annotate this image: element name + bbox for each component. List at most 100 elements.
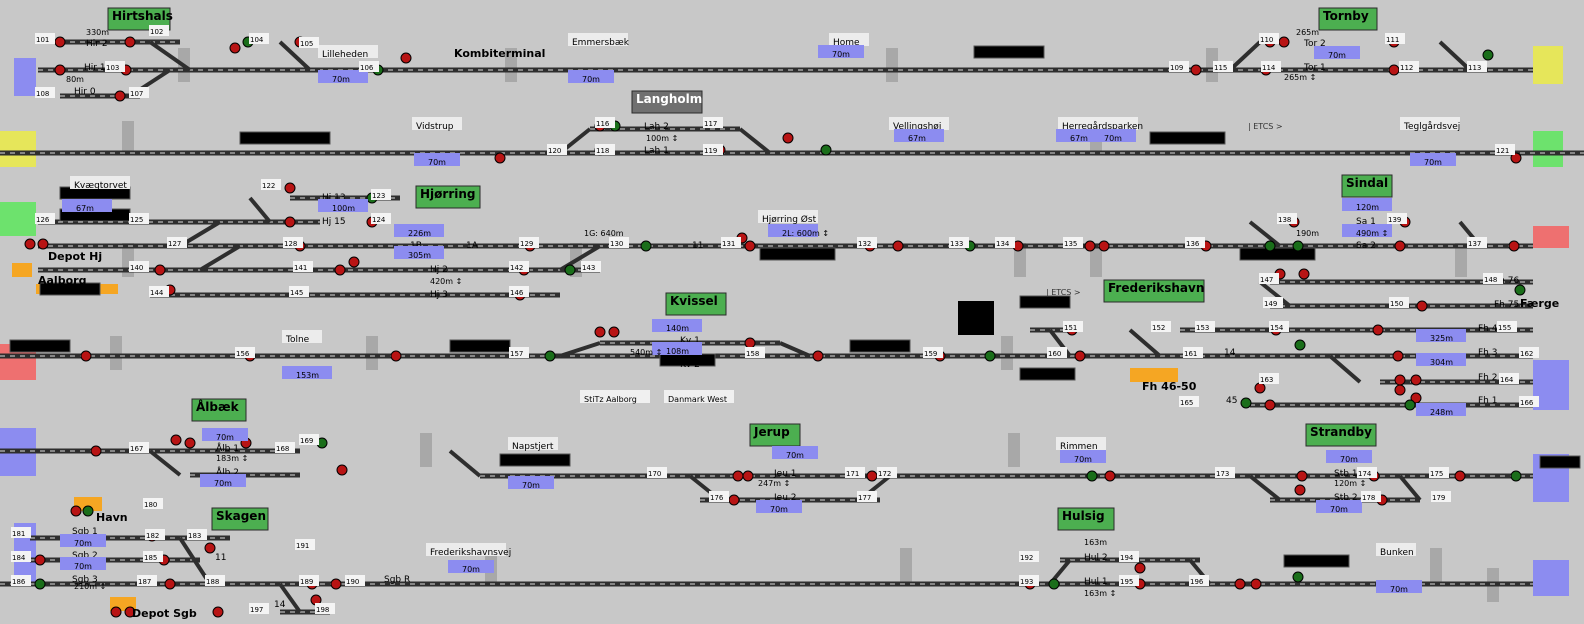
block-number-tag[interactable]: 191 <box>295 539 315 550</box>
block-number-tag[interactable]: 174 <box>1357 467 1377 478</box>
signal-74[interactable] <box>1294 339 1306 351</box>
train-number-field[interactable] <box>1239 247 1316 261</box>
block-number-tag[interactable]: 155 <box>1497 321 1517 332</box>
block-number-tag[interactable]: 108 <box>35 87 55 98</box>
signal-27[interactable] <box>37 238 49 250</box>
train-number-field[interactable] <box>39 282 101 296</box>
block-number-tag[interactable]: 179 <box>1431 491 1451 502</box>
station-jerup[interactable]: Jerup <box>749 423 801 447</box>
block-number-tag[interactable]: 105 <box>299 37 319 48</box>
signal-54[interactable] <box>564 264 576 276</box>
block-number-tag[interactable]: 186 <box>11 575 31 586</box>
signal-121[interactable] <box>124 606 136 618</box>
train-number-field[interactable] <box>1019 295 1071 309</box>
signal-103[interactable] <box>70 505 82 517</box>
station-ålbæk[interactable]: Ålbæk <box>191 398 247 422</box>
block-number-tag[interactable]: 146 <box>509 286 529 297</box>
block-number-tag[interactable]: 103 <box>105 61 125 72</box>
signal-90[interactable] <box>336 464 348 476</box>
station-strandby[interactable]: Strandby <box>1305 423 1377 447</box>
signal-119[interactable] <box>1292 571 1304 583</box>
block-number-tag[interactable]: 124 <box>371 213 391 224</box>
signal-10[interactable] <box>1190 64 1202 76</box>
block-number-tag[interactable]: 173 <box>1215 467 1235 478</box>
block-number-tag[interactable]: 181 <box>11 527 31 538</box>
block-number-tag[interactable]: 118 <box>595 144 615 155</box>
signal-82[interactable] <box>1394 384 1406 396</box>
train-number-field[interactable] <box>759 247 836 261</box>
signal-117[interactable] <box>1234 578 1246 590</box>
block-number-tag[interactable]: 135 <box>1063 237 1083 248</box>
block-number-tag[interactable]: 127 <box>167 237 187 248</box>
block-number-tag[interactable]: 175 <box>1429 467 1449 478</box>
block-number-tag[interactable]: 165 <box>1179 396 1199 407</box>
signal-75[interactable] <box>1392 350 1404 362</box>
block-number-tag[interactable]: 134 <box>995 237 1015 248</box>
block-number-tag[interactable]: 113 <box>1467 61 1487 72</box>
signal-100[interactable] <box>728 494 740 506</box>
signal-14[interactable] <box>1482 49 1494 61</box>
block-number-tag[interactable]: 164 <box>1499 373 1519 384</box>
block-number-tag[interactable]: 129 <box>519 237 539 248</box>
signal-15[interactable] <box>114 90 126 102</box>
block-number-tag[interactable]: 176 <box>709 491 729 502</box>
signal-66[interactable] <box>608 326 620 338</box>
block-number-tag[interactable]: 147 <box>1259 273 1279 284</box>
block-number-tag[interactable]: 192 <box>1019 551 1039 562</box>
block-number-tag[interactable]: 178 <box>1361 491 1381 502</box>
block-number-tag[interactable]: 170 <box>647 467 667 478</box>
signal-85[interactable] <box>170 434 182 446</box>
block-number-tag[interactable]: 185 <box>143 551 163 562</box>
signal-114[interactable] <box>1048 578 1060 590</box>
signal-108[interactable] <box>34 554 46 566</box>
block-number-tag[interactable]: 189 <box>299 575 319 586</box>
block-number-tag[interactable]: 132 <box>857 237 877 248</box>
station-tornby[interactable]: Tornby <box>1318 7 1378 31</box>
signal-120[interactable] <box>110 606 122 618</box>
block-number-tag[interactable]: 133 <box>949 237 969 248</box>
signal-63[interactable] <box>390 350 402 362</box>
block-number-tag[interactable]: 138 <box>1277 213 1297 224</box>
block-number-tag[interactable]: 152 <box>1151 321 1171 332</box>
train-number-field[interactable] <box>849 339 911 353</box>
train-number-field[interactable] <box>449 339 511 353</box>
train-number-field[interactable] <box>499 453 571 467</box>
signal-2[interactable] <box>124 36 136 48</box>
signal-87[interactable] <box>90 445 102 457</box>
block-number-tag[interactable]: 148 <box>1483 273 1503 284</box>
block-number-tag[interactable]: 153 <box>1195 321 1215 332</box>
block-number-tag[interactable]: 136 <box>1185 237 1205 248</box>
signal-34[interactable] <box>640 240 652 252</box>
signal-22[interactable] <box>494 152 506 164</box>
signal-17[interactable] <box>1388 64 1400 76</box>
signal-59[interactable] <box>1514 284 1526 296</box>
block-number-tag[interactable]: 180 <box>143 498 163 509</box>
signal-112[interactable] <box>330 578 342 590</box>
signal-104[interactable] <box>82 505 94 517</box>
signal-28[interactable] <box>284 182 296 194</box>
signal-79[interactable] <box>1240 397 1252 409</box>
signal-78[interactable] <box>1372 324 1384 336</box>
block-number-tag[interactable]: 106 <box>359 61 379 72</box>
signal-35[interactable] <box>744 240 756 252</box>
block-number-tag[interactable]: 101 <box>35 33 55 44</box>
block-number-tag[interactable]: 122 <box>261 179 281 190</box>
station-hulsig[interactable]: Hulsig <box>1057 507 1115 531</box>
signal-61[interactable] <box>80 350 92 362</box>
block-number-tag[interactable]: 123 <box>371 189 391 200</box>
signal-58[interactable] <box>1298 268 1310 280</box>
signal-84[interactable] <box>1404 399 1416 411</box>
signal-76[interactable] <box>1394 374 1406 386</box>
signal-99[interactable] <box>1510 470 1522 482</box>
signal-23[interactable] <box>782 132 794 144</box>
signal-69[interactable] <box>984 350 996 362</box>
block-number-tag[interactable]: 144 <box>149 286 169 297</box>
block-number-tag[interactable]: 177 <box>857 491 877 502</box>
block-number-tag[interactable]: 119 <box>703 144 723 155</box>
signal-3[interactable] <box>229 42 241 54</box>
block-number-tag[interactable]: 141 <box>293 261 313 272</box>
block-number-tag[interactable]: 150 <box>1389 297 1409 308</box>
signal-68[interactable] <box>812 350 824 362</box>
block-number-tag[interactable]: 158 <box>745 347 765 358</box>
signal-38[interactable] <box>892 240 904 252</box>
